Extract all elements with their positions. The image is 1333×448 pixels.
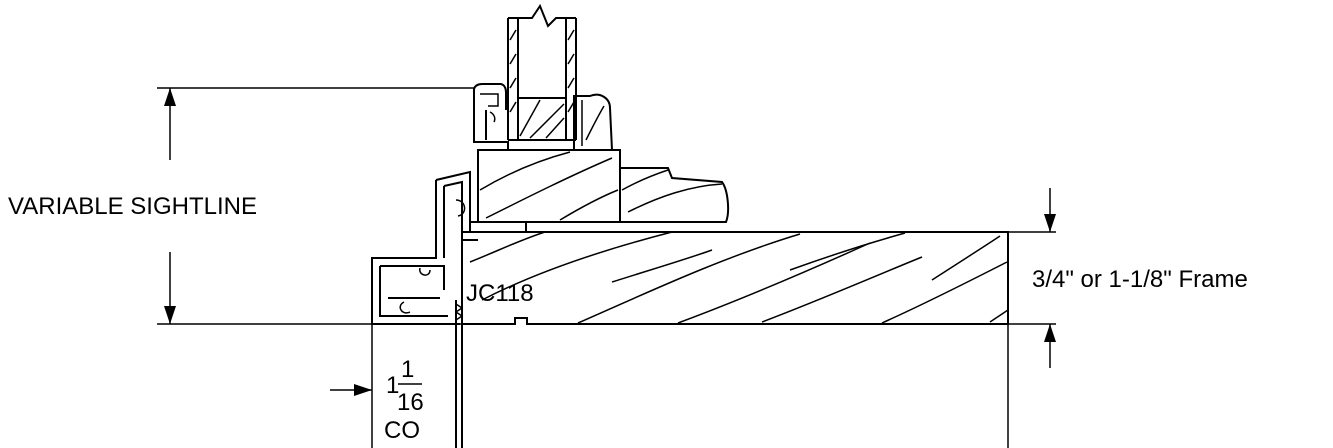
aluminum-clad-profile	[371, 83, 527, 325]
wood-frame	[461, 231, 1009, 325]
frame-grain-hatch	[469, 231, 1009, 324]
frame-thickness-dimension	[1044, 188, 1056, 368]
part-number-label: JC118	[466, 280, 534, 307]
sash-grain-hatch	[479, 151, 723, 221]
clearance-denominator: 16	[397, 389, 424, 416]
reference-lines	[157, 87, 1056, 448]
glass-unit	[507, 3, 577, 141]
nailing-fin	[454, 300, 464, 448]
glazing-bead	[573, 93, 614, 151]
sightline-label: VARIABLE SIGHTLINE	[8, 193, 257, 220]
sightline-dimension	[164, 88, 176, 324]
clearance-dimension	[330, 384, 372, 396]
frame-label: 3/4" or 1-1/8" Frame	[1032, 266, 1248, 293]
clearance-whole: 1	[386, 372, 399, 399]
wood-sash	[477, 149, 730, 223]
clearance-numerator: 1	[401, 356, 414, 383]
clearance-label: 1 1 16 CO	[384, 356, 424, 444]
clearance-suffix: CO	[384, 417, 420, 444]
